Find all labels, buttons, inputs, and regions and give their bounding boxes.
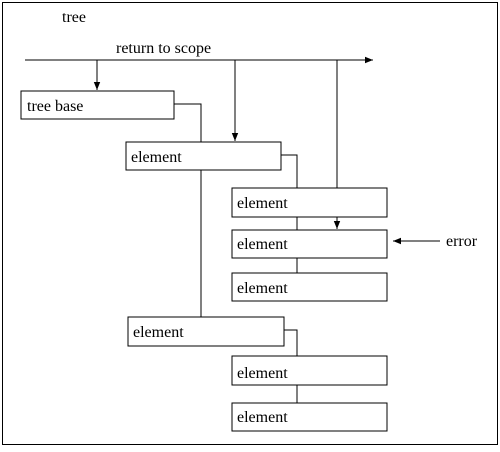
outer-frame — [2, 2, 498, 445]
svg-text:element: element — [237, 195, 288, 212]
svg-text:element: element — [237, 409, 288, 426]
node-element-b1: element — [231, 355, 388, 386]
svg-text:element: element — [131, 149, 182, 166]
node-element-a: element — [125, 141, 282, 171]
node-tree-base: tree base — [20, 90, 175, 120]
svg-text:element: element — [133, 324, 184, 341]
svg-text:element: element — [237, 280, 288, 297]
connector-tree-base — [128, 103, 202, 319]
node-element-a2: element — [231, 229, 388, 259]
node-element-b2: element — [231, 402, 388, 432]
svg-text:tree base: tree base — [27, 98, 83, 115]
svg-text:element: element — [237, 365, 288, 382]
node-element-a3: element — [231, 272, 388, 302]
diagram-title: tree — [62, 9, 86, 26]
svg-text:element: element — [237, 236, 288, 253]
node-element-b: element — [127, 316, 285, 347]
error-label: error — [446, 233, 478, 250]
return-label: return to scope — [116, 40, 211, 57]
node-element-a1: element — [231, 187, 388, 218]
